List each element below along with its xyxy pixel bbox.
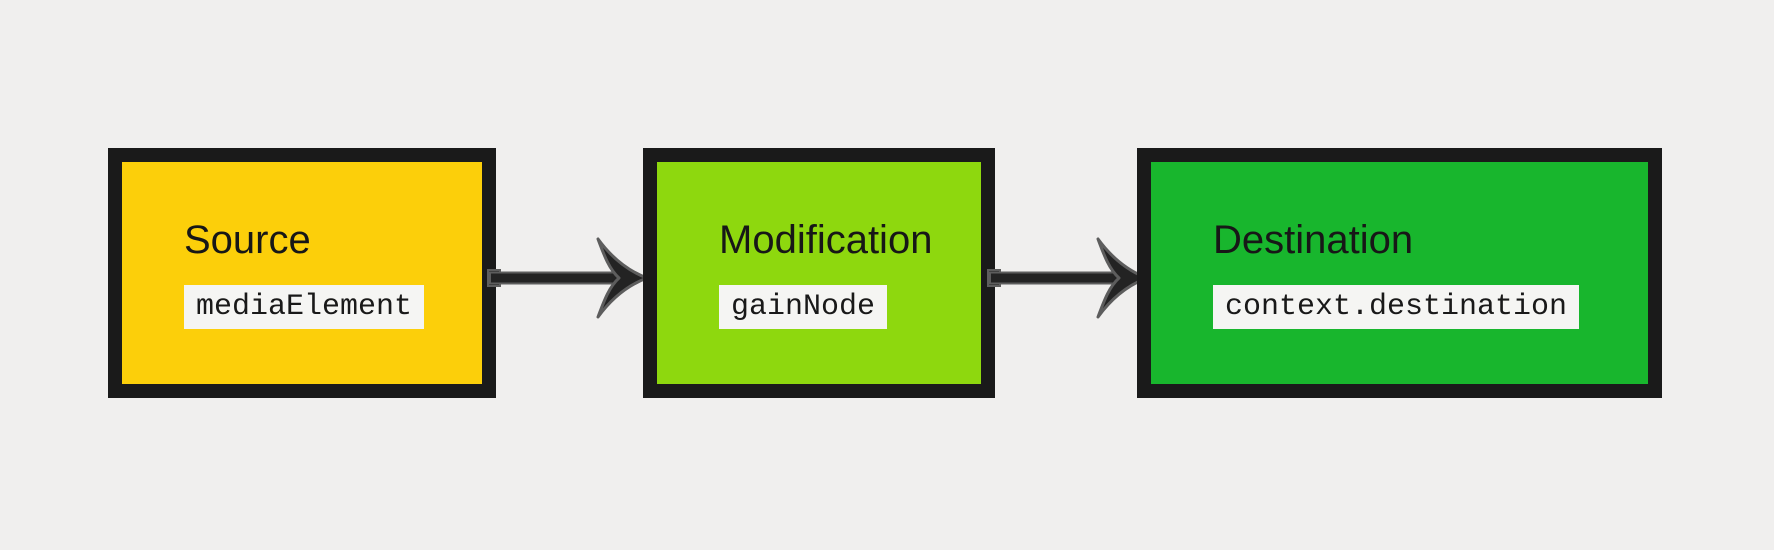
node-title: Modification bbox=[719, 217, 933, 262]
node-code-chip: mediaElement bbox=[184, 284, 425, 329]
node-source: Source mediaElement bbox=[108, 148, 496, 398]
node-title: Source bbox=[184, 217, 311, 262]
arrow-head bbox=[1096, 237, 1149, 319]
flow-arrow-icon bbox=[487, 237, 649, 319]
node-destination: Destination context.destination bbox=[1137, 148, 1662, 398]
flow-arrow-icon bbox=[987, 237, 1149, 319]
node-code-chip: gainNode bbox=[719, 284, 888, 329]
arrow-shaft bbox=[989, 271, 1121, 285]
arrow-head bbox=[596, 237, 649, 319]
arrow-shaft bbox=[489, 271, 621, 285]
node-title: Destination bbox=[1213, 217, 1414, 262]
node-code-chip: context.destination bbox=[1213, 284, 1580, 329]
node-modification: Modification gainNode bbox=[643, 148, 995, 398]
